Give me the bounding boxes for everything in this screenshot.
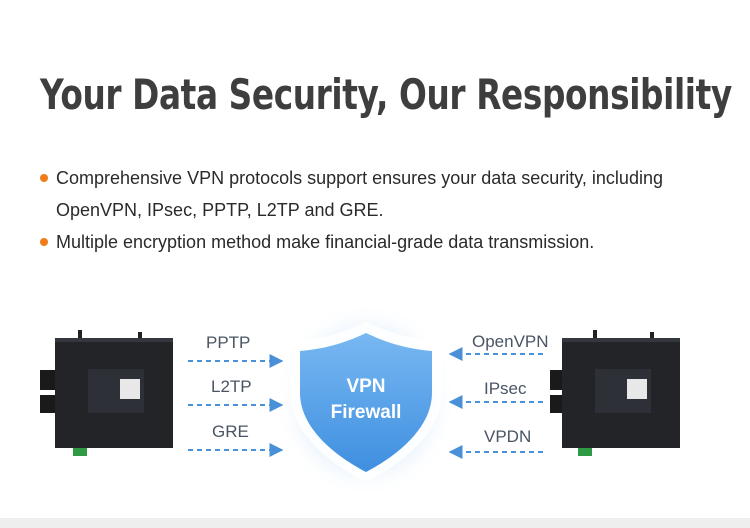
protocol-label-left: PPTP [206, 333, 251, 352]
router-device-icon [40, 330, 173, 456]
protocol-label-right: IPsec [484, 379, 527, 398]
footer-band [0, 518, 750, 528]
bullet-dot-icon [40, 174, 48, 182]
shield-icon [274, 302, 458, 498]
protocol-label-left: L2TP [211, 377, 252, 396]
bullet-dot-icon [40, 238, 48, 246]
feature-text-line: Comprehensive VPN protocols support ensu… [56, 168, 663, 188]
feature-text-line: Multiple encryption method make financia… [56, 232, 595, 252]
protocol-label-left: GRE [212, 422, 249, 441]
feature-list: Comprehensive VPN protocols support ensu… [38, 162, 738, 258]
page-title: Your Data Security, Our Responsibility [40, 70, 732, 119]
shield-label-firewall: Firewall [330, 402, 402, 423]
protocol-label-right: OpenVPN [472, 332, 549, 351]
feature-text-line: OpenVPN, IPsec, PPTP, L2TP and GRE. [56, 200, 384, 220]
feature-item-encryption: Multiple encryption method make financia… [38, 226, 738, 258]
feature-item-vpn: Comprehensive VPN protocols support ensu… [38, 162, 738, 226]
shield-label-vpn: VPN [346, 376, 386, 397]
router-device-icon [550, 330, 680, 456]
protocol-label-right: VPDN [484, 427, 532, 446]
